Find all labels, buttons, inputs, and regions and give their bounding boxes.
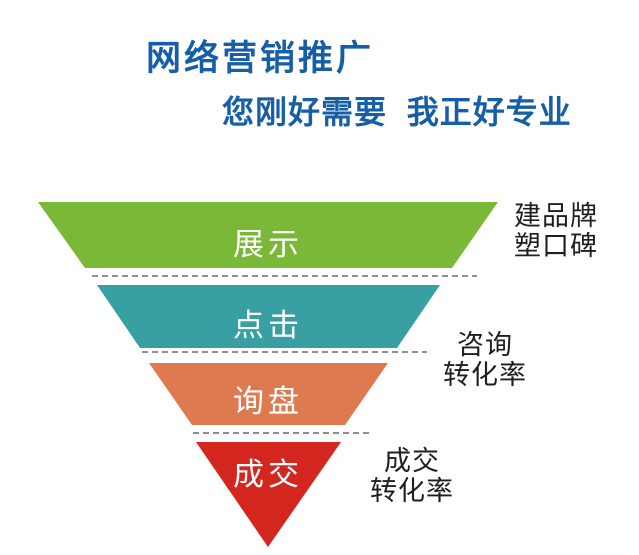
funnel-layer-deal bbox=[196, 442, 341, 547]
annotation-consult-conversion: 咨询 转化率 bbox=[443, 330, 527, 390]
funnel-layer-display bbox=[38, 202, 498, 268]
annotation-deal-conversion: 成交 转化率 bbox=[370, 446, 454, 506]
funnel-layer-inquiry bbox=[149, 363, 388, 425]
funnel-label-click: 点击 bbox=[233, 308, 303, 343]
funnel-layer-click bbox=[97, 285, 440, 348]
annotation-brand-reputation: 建品牌 塑口碑 bbox=[514, 201, 598, 261]
page-title: 网络营销推广 bbox=[146, 39, 375, 78]
funnel-label-inquiry: 询盘 bbox=[233, 384, 303, 419]
funnel-label-display: 展示 bbox=[233, 227, 303, 262]
funnel-label-deal: 成交 bbox=[233, 457, 303, 492]
page-subtitle: 您刚好需要 我正好专业 bbox=[222, 94, 572, 130]
